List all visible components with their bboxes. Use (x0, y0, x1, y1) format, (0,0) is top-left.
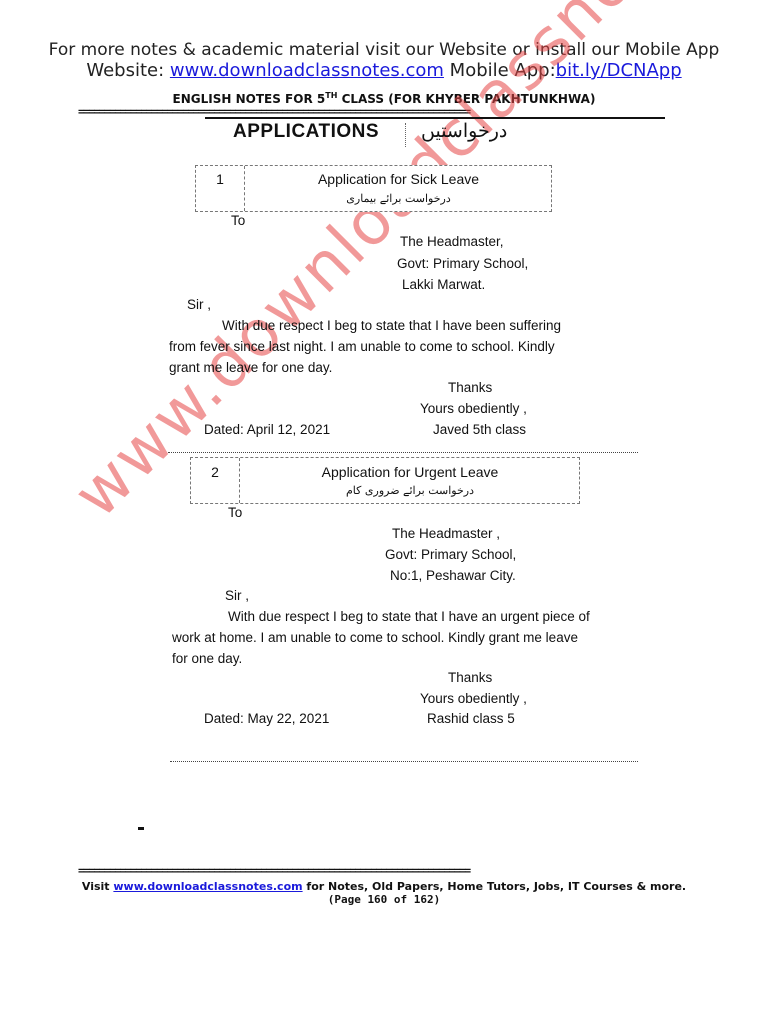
address-line-1: The Headmaster, (400, 234, 504, 249)
thanks: Thanks (448, 670, 493, 685)
application-title: Application for Urgent Leave (321, 464, 499, 480)
subhead-text: ENGLISH NOTES FOR 5 (172, 92, 326, 106)
application-1-header: 1 Application for Sick Leave درخواست برا… (195, 165, 552, 212)
salutation: Sir , (187, 297, 212, 312)
title-english: APPLICATIONS (233, 121, 380, 142)
body-line-1: With due respect I beg to state that I h… (228, 609, 590, 624)
body-line-3: grant me leave for one day. (169, 360, 333, 375)
closing: Yours obediently , (420, 691, 527, 706)
separator-dots (168, 452, 638, 453)
stray-mark (138, 827, 144, 830)
page-number: (Page 160 of 162) (327, 893, 441, 906)
subject-heading: ENGLISH NOTES FOR 5TH CLASS (FOR KHYBER … (0, 91, 768, 106)
application-title-urdu: درخواست برائے بیماری (346, 192, 451, 205)
footer-line: Visit www.downloadclassnotes.com for Not… (0, 880, 768, 893)
separator-dots (170, 761, 638, 762)
footer-rest: for Notes, Old Papers, Home Tutors, Jobs… (302, 880, 687, 893)
body-line-1: With due respect I beg to state that I h… (222, 318, 561, 333)
body-line-2: from fever since last night. I am unable… (169, 339, 555, 354)
thanks: Thanks (448, 380, 493, 395)
closing: Yours obediently , (420, 401, 527, 416)
address-line-2: Govt: Primary School, (385, 547, 517, 562)
date: Dated: April 12, 2021 (204, 422, 331, 437)
website-link[interactable]: www.downloadclassnotes.com (169, 60, 444, 81)
application-title-urdu: درخواست برائے ضروری کام (346, 484, 474, 497)
footer-visit: Visit (81, 880, 114, 893)
signature: Javed 5th class (433, 422, 527, 437)
to-label: To (228, 505, 243, 520)
address-line-3: No:1, Peshawar City. (390, 568, 516, 583)
address-line-1: The Headmaster , (392, 526, 501, 541)
app-link[interactable]: bit.ly/DCNApp (555, 60, 682, 81)
website-label: Website: (86, 60, 170, 81)
footer-link[interactable]: www.downloadclassnotes.com (113, 880, 303, 893)
date: Dated: May 22, 2021 (204, 711, 330, 726)
title-divider (405, 123, 407, 147)
header-line: For more notes & academic material visit… (48, 40, 720, 60)
title-top-rule (205, 117, 665, 119)
subhead-text-2: CLASS (FOR KHYBER PAKHTUNKHWA) (337, 92, 596, 106)
bottom-rule: ========================================… (78, 866, 471, 876)
column-divider (239, 458, 240, 503)
salutation: Sir , (225, 588, 250, 603)
signature: Rashid class 5 (427, 711, 515, 726)
application-2-header: 2 Application for Urgent Leave درخواست ب… (190, 457, 580, 504)
section-title: APPLICATIONS درخواستیں (205, 117, 665, 149)
application-number: 1 (216, 171, 224, 187)
address-line-2: Govt: Primary School, (397, 256, 529, 271)
to-label: To (231, 213, 246, 228)
application-number: 2 (211, 464, 219, 480)
column-divider (244, 166, 245, 211)
title-urdu: درخواستیں (421, 120, 508, 142)
top-rule: ========================================… (78, 107, 471, 117)
application-title: Application for Sick Leave (317, 171, 480, 187)
body-line-3: for one day. (172, 651, 243, 666)
body-line-2: work at home. I am unable to come to sch… (172, 630, 578, 645)
address-line-3: Lakki Marwat. (402, 277, 486, 292)
header-links: Website: www.downloadclassnotes.com Mobi… (0, 60, 768, 81)
app-label: Mobile App: (443, 60, 556, 81)
subhead-sup: TH (325, 91, 338, 100)
